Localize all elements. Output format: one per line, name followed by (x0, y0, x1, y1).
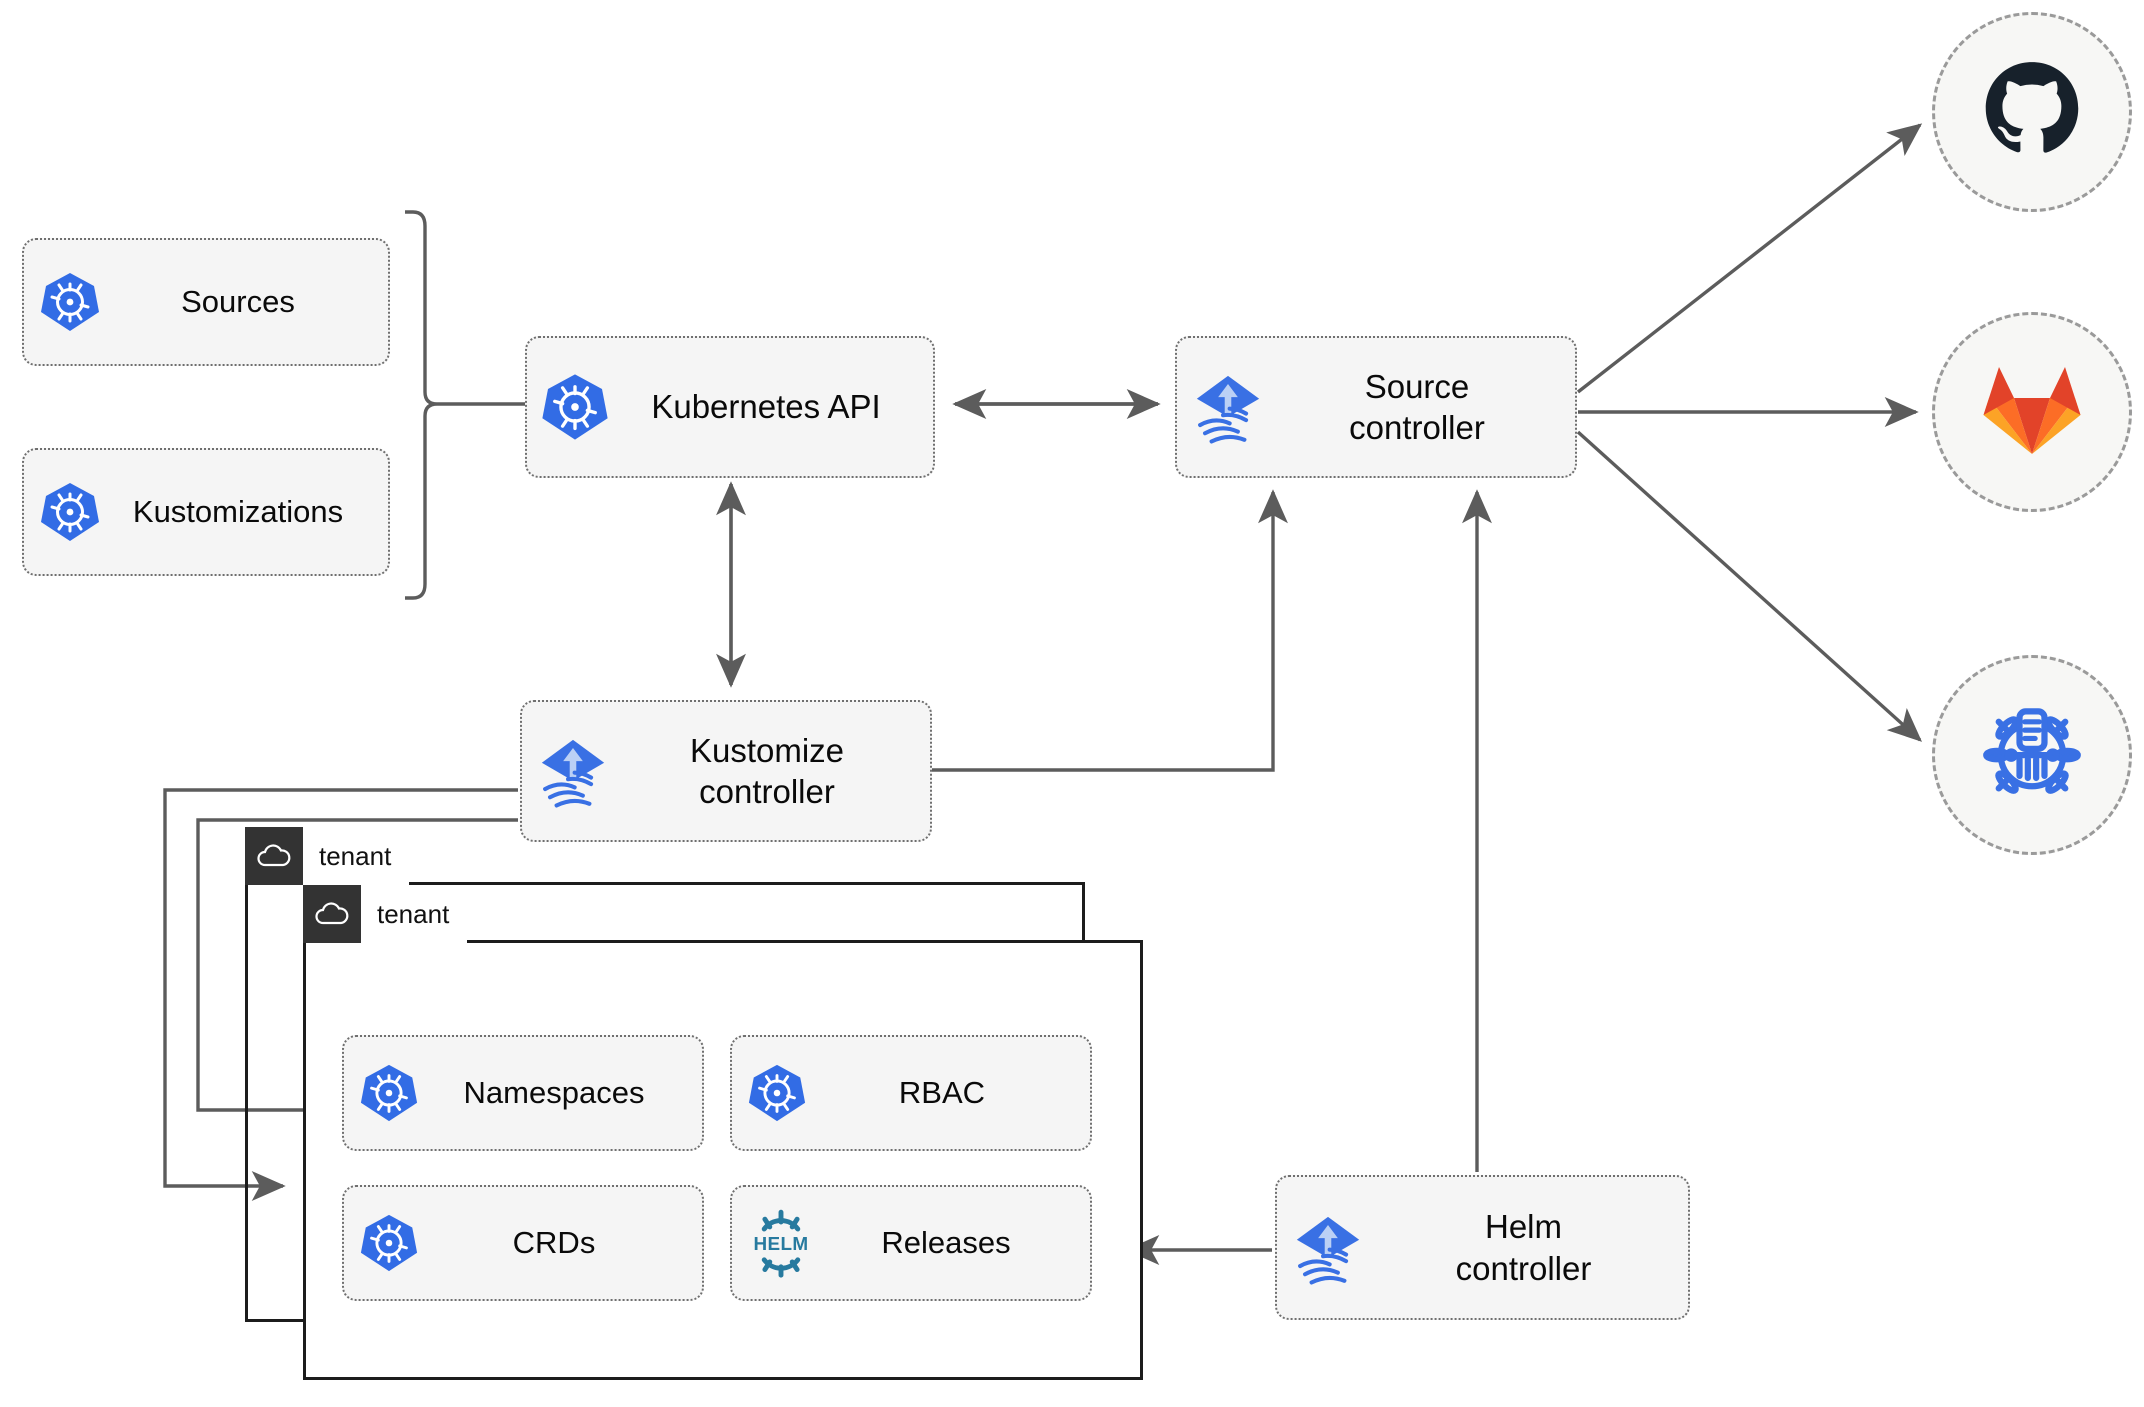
provider-container-registry[interactable] (1932, 655, 2132, 855)
cloud-icon (303, 885, 361, 943)
node-label: Sources (181, 283, 295, 319)
node-label-line1: Helm (1484, 1208, 1562, 1246)
node-label: CRDs (512, 1224, 596, 1260)
tenant-label: tenant (319, 840, 392, 871)
node-label-line2: controller (1455, 1249, 1592, 1287)
node-label-line2: controller (699, 773, 835, 810)
helm-repository-icon (1980, 701, 2084, 810)
kubernetes-icon (358, 1062, 420, 1124)
node-label-line2: controller (1349, 409, 1485, 446)
node-namespaces[interactable]: Namespaces (342, 1035, 704, 1151)
provider-gitlab[interactable] (1932, 312, 2132, 512)
node-label: Kustomizations (132, 493, 344, 529)
kubernetes-icon (358, 1212, 420, 1274)
tenant-tab: tenant (245, 827, 410, 885)
svg-text:HELM: HELM (754, 1234, 809, 1255)
node-label: Namespaces (463, 1074, 645, 1110)
node-helm-controller[interactable]: Helm controller (1275, 1175, 1690, 1320)
gitlab-icon (1982, 362, 2082, 463)
github-icon (1982, 60, 2082, 165)
node-label-line1: Kustomize (689, 731, 845, 769)
kubernetes-icon (38, 480, 102, 544)
node-label: Kustomize controller (614, 730, 920, 813)
node-sources[interactable]: Sources (22, 238, 390, 366)
node-kustomizations[interactable]: Kustomizations (22, 448, 390, 576)
flux-icon (1187, 366, 1269, 448)
node-kubernetes-api[interactable]: Kubernetes API (525, 336, 935, 478)
node-source-controller[interactable]: Source controller (1175, 336, 1577, 478)
tenant-tab: tenant (303, 885, 468, 943)
node-label: Helm controller (1369, 1206, 1678, 1289)
node-label: Kubernetes API (651, 388, 881, 426)
node-label: Releases (881, 1224, 1011, 1260)
tenant-front[interactable]: tenant (303, 885, 1143, 1380)
node-label: Source controller (1269, 366, 1565, 449)
provider-github[interactable] (1932, 12, 2132, 212)
kubernetes-icon (539, 371, 611, 443)
tenant-label: tenant (377, 898, 450, 929)
flux-icon (532, 730, 614, 812)
node-kustomize-controller[interactable]: Kustomize controller (520, 700, 932, 842)
node-crds[interactable]: CRDs (342, 1185, 704, 1301)
kubernetes-icon (746, 1062, 808, 1124)
node-releases[interactable]: HELM Releases (730, 1185, 1092, 1301)
helm-icon: HELM (746, 1208, 816, 1278)
cloud-icon (245, 827, 303, 885)
node-label: RBAC (898, 1074, 986, 1110)
node-rbac[interactable]: RBAC (730, 1035, 1092, 1151)
kubernetes-icon (38, 270, 102, 334)
flux-icon (1287, 1207, 1369, 1289)
node-label-line1: Source (1364, 367, 1470, 405)
